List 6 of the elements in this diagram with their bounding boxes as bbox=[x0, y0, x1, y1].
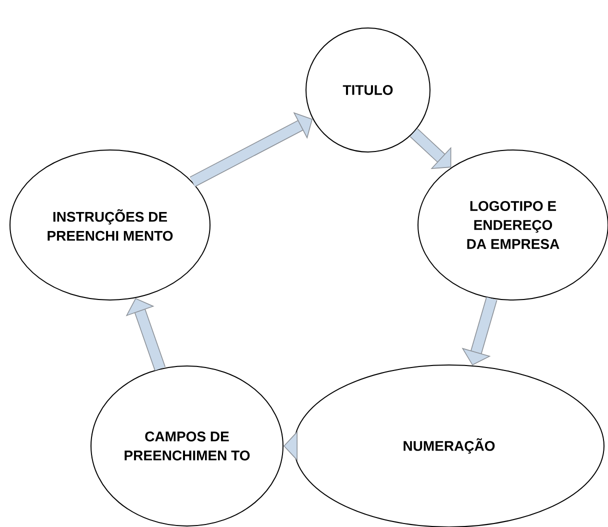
block-arrow bbox=[410, 128, 452, 169]
ellipse-node: TITULO bbox=[306, 28, 430, 152]
ellipse-node: INSTRUÇÕES DE PREENCHI MENTO bbox=[10, 150, 210, 300]
ellipse-node: CAMPOS DE PREENCHIMEN TO bbox=[90, 366, 284, 526]
block-arrow bbox=[190, 112, 313, 187]
block-arrow bbox=[126, 298, 166, 371]
